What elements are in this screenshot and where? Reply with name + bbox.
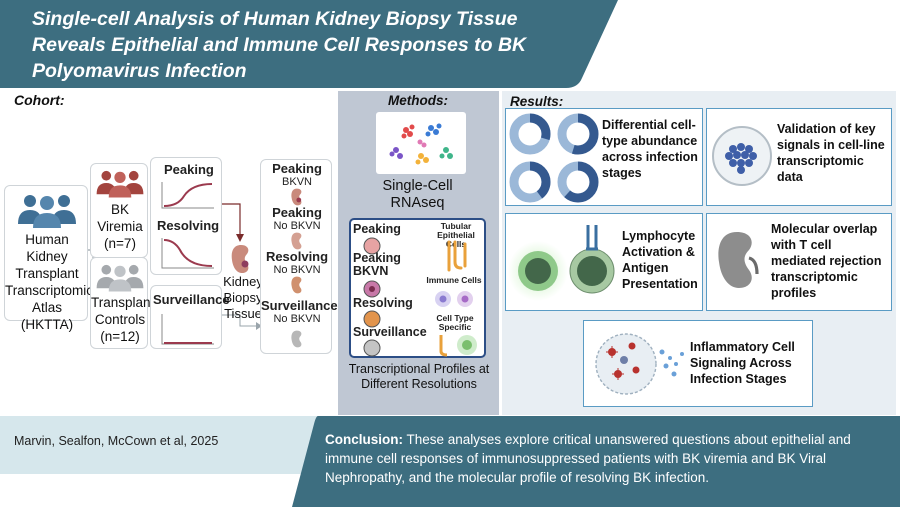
page-title: Single-cell Analysis of Human Kidney Bio… xyxy=(32,8,527,82)
course-resolving-label: Resolving xyxy=(157,218,220,233)
immune-cells-icon xyxy=(435,291,473,307)
stage-peaking-bkvn: Peaking BKVN xyxy=(353,251,401,278)
result-card-tcmr: Molecular overlap with T cell mediated r… xyxy=(706,213,892,311)
course-surveillance-label: Surveillance xyxy=(153,292,230,307)
header-banner xyxy=(0,0,618,88)
outcome-stage: Resolving xyxy=(265,249,329,264)
cohort-heading: Cohort: xyxy=(14,92,65,108)
tubule-icon xyxy=(447,240,467,272)
resolving-curve xyxy=(161,238,214,269)
people-group-icon xyxy=(96,264,144,292)
outcome-stage: Surveillance xyxy=(261,298,338,313)
transplant-controls-group: Transplant Controls (n=12) xyxy=(90,257,155,349)
kidney-icon xyxy=(291,276,302,294)
bk-viremia-label: BK Viremia (n=7) xyxy=(97,202,143,251)
abundance-title: Differential cell-type abundance across … xyxy=(602,118,698,180)
outcome-status: BKVN xyxy=(282,176,312,188)
result-card-abundance: Differential cell-type abundance across … xyxy=(505,108,703,206)
cell-signaling-icon xyxy=(595,333,684,395)
outcome-peaking-no-bkvn: Peaking No BKVN xyxy=(261,205,333,232)
stage-peaking: Peaking xyxy=(353,222,401,236)
conclusion-label: Conclusion: xyxy=(325,432,403,447)
peaking-curve xyxy=(161,182,214,209)
outcome-resolving-no-bkvn: Resolving No BKVN xyxy=(261,249,333,276)
cell-specific-icon xyxy=(439,335,477,357)
kidney-icon xyxy=(231,245,249,273)
people-group-icon xyxy=(96,170,144,198)
surveillance-cell-icon xyxy=(363,339,381,357)
bk-viremia-group: BK Viremia (n=7) xyxy=(90,163,148,258)
umap-plot-icon xyxy=(376,112,466,174)
resolving-cell-icon xyxy=(363,310,381,328)
result-card-validation: Validation of key signals in cell-line t… xyxy=(706,108,892,206)
course-peaking-label: Peaking xyxy=(164,162,214,177)
lymphocyte-title: Lymphocyte Activation & Antigen Presenta… xyxy=(622,229,698,291)
outcome-surveillance-no-bkvn: Surveillance No BKVN xyxy=(261,299,338,325)
outcome-status: No BKVN xyxy=(273,264,321,276)
conclusion-banner xyxy=(292,416,900,507)
inflammatory-title: Inflammatory Cell Signaling Across Infec… xyxy=(690,340,795,386)
kidney-icon xyxy=(718,232,759,288)
surveillance-curve xyxy=(161,314,214,345)
kidney-icon xyxy=(291,188,302,206)
methods-heading: Methods: xyxy=(388,93,448,108)
authors-banner xyxy=(0,416,320,474)
infection-course-box: Peaking Resolving xyxy=(150,157,222,275)
bkvn-cell-icon xyxy=(363,280,381,298)
outcome-stage: Peaking xyxy=(272,205,322,220)
conclusion-body: These analyses explore critical unanswer… xyxy=(325,432,851,485)
atlas-box: Human Kidney Transplant Transcriptomic A… xyxy=(4,185,93,332)
outcomes-box: Peaking BKVN Peaking No BKVN Resolving N… xyxy=(260,159,338,354)
petri-dish-icon xyxy=(712,126,772,186)
resolution-box: Peaking Peaking BKVN Resolving Surveilla… xyxy=(349,218,486,358)
kidney-icon xyxy=(291,232,302,250)
people-group-icon xyxy=(18,195,76,228)
kidney-icon xyxy=(291,330,302,348)
transplant-controls-label: Transplant Controls (n=12) xyxy=(91,295,155,344)
outcome-stage: Peaking xyxy=(272,161,322,176)
results-heading: Results: xyxy=(510,94,564,109)
result-card-inflammatory: Inflammatory Cell Signaling Across Infec… xyxy=(583,320,813,407)
immune-cells-label: Immune Cells xyxy=(426,275,482,285)
outcome-peaking-bkvn: Peaking BKVN xyxy=(261,161,333,188)
single-cell-label: Single-Cell RNAseq xyxy=(382,178,453,211)
outcome-status: No BKVN xyxy=(273,313,321,325)
result-card-lymphocyte: Lymphocyte Activation & Antigen Presenta… xyxy=(505,213,703,311)
stage-resolving: Resolving xyxy=(353,296,413,310)
surveillance-box: Surveillance xyxy=(150,285,230,349)
biopsy-arrows xyxy=(222,203,262,330)
stage-surveillance: Surveillance xyxy=(353,325,427,339)
tcmr-title: Molecular overlap with T cell mediated r… xyxy=(771,222,882,300)
conclusion-text: Conclusion: These analyses explore criti… xyxy=(325,430,890,487)
biopsy-label: Kidney Biopsy Tissue xyxy=(223,274,263,321)
cell-type-specific-label: Cell Type Specific xyxy=(436,313,474,332)
donut-charts-icon xyxy=(509,113,599,203)
transcriptional-profiles-label: Transcriptional Profiles at Different Re… xyxy=(348,362,490,391)
outcome-status: No BKVN xyxy=(273,220,321,232)
authors-label: Marvin, Sealfon, McCown et al, 2025 xyxy=(14,434,219,448)
validation-title: Validation of key signals in cell-line t… xyxy=(777,122,885,184)
lymphocyte-icon xyxy=(508,225,615,301)
atlas-label: Human Kidney Transplant Transcriptomic A… xyxy=(5,232,94,332)
peaking-cell-icon xyxy=(363,237,381,255)
